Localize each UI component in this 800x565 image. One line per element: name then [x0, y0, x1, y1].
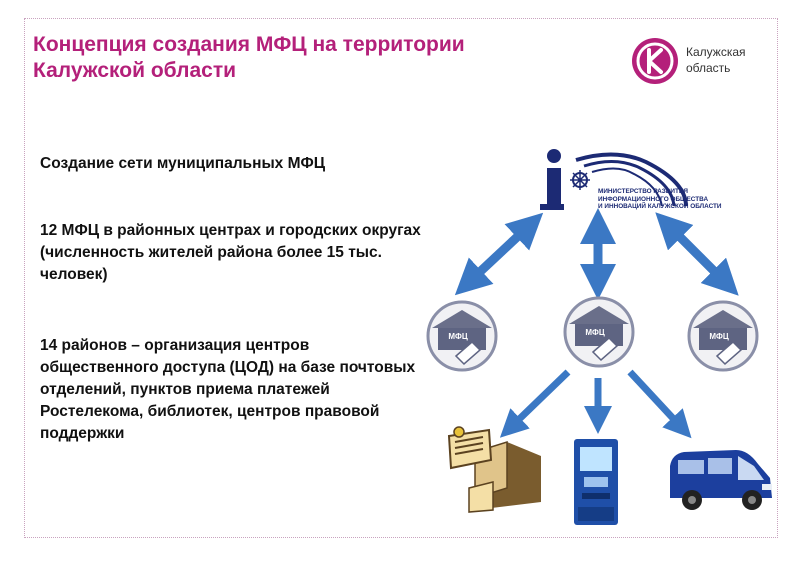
mfc-icon-left: МФЦ: [416, 298, 508, 390]
arrow-right-mfc: [668, 225, 726, 283]
mfc-icon-right: МФЦ: [677, 298, 769, 390]
mfc-label-left: МФЦ: [440, 332, 476, 341]
mfc-icon-center: МФЦ: [553, 294, 645, 386]
arrow-left-mfc: [468, 225, 530, 283]
payment-terminal-icon: [570, 437, 622, 527]
mfc-label-right: МФЦ: [701, 332, 737, 341]
mfc-label-center: МФЦ: [577, 328, 613, 337]
postal-van-icon: [664, 444, 776, 516]
library-icon: [445, 424, 545, 514]
